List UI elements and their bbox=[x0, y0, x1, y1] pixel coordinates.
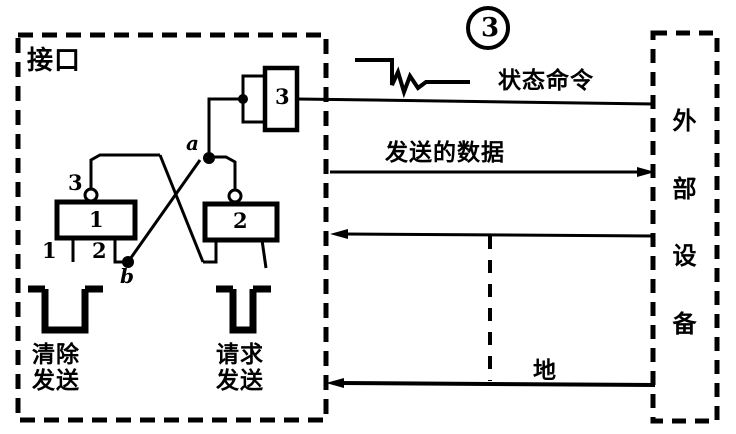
status-command-label: 状态命令 bbox=[498, 68, 594, 94]
clear-to-send-connector-symbol bbox=[28, 285, 103, 334]
external-device-char-4: 备 bbox=[672, 309, 698, 338]
transmitted-data-arrowhead bbox=[637, 167, 655, 177]
clear-to-send-line-1: 清除 bbox=[32, 342, 80, 368]
external-device-label: 外 部 设 备 bbox=[667, 85, 703, 355]
pin-2-label: 2 bbox=[92, 238, 107, 263]
gate-1-body bbox=[54, 199, 138, 241]
gate-2-pin-right-lead bbox=[260, 239, 268, 269]
gate-1-output-bubble bbox=[83, 187, 99, 203]
cross-wire-left-to-right bbox=[158, 154, 205, 263]
status-command-leader bbox=[355, 58, 470, 99]
request-to-send-connector-symbol bbox=[216, 285, 271, 334]
transmitted-data-label: 发送的数据 bbox=[385, 140, 505, 166]
ground-arrowhead bbox=[326, 378, 344, 388]
cross-wire-right-to-left bbox=[126, 159, 202, 263]
node-a-label: a bbox=[186, 131, 199, 155]
node-a-dot bbox=[203, 152, 215, 164]
figure-number-circle bbox=[466, 6, 510, 50]
pin-3-label: 3 bbox=[68, 170, 83, 195]
clear-to-send-label: 清除 发送 bbox=[32, 342, 80, 394]
external-device-char-2: 部 bbox=[672, 174, 698, 203]
incoming-control-arrowhead bbox=[330, 229, 348, 239]
gate-2-output-bubble bbox=[227, 188, 243, 204]
gate-2-label: 2 bbox=[233, 208, 248, 233]
incoming-control-line bbox=[344, 232, 656, 238]
wire-node-a-to-gate-3 bbox=[207, 97, 243, 158]
wire-gate-3-output bbox=[296, 97, 656, 106]
gate-2-pin-left-lead bbox=[203, 240, 218, 264]
gate-2-output-stem bbox=[209, 155, 237, 190]
ground-label: 地 bbox=[533, 358, 557, 384]
gate-1-output-stem bbox=[89, 153, 160, 189]
pin-1-label: 1 bbox=[42, 238, 57, 263]
external-device-char-3: 设 bbox=[672, 242, 698, 271]
interface-box-label: 接口 bbox=[27, 46, 82, 76]
ground-line bbox=[339, 381, 656, 387]
node-b-label: b bbox=[120, 264, 134, 288]
gate-1-label: 1 bbox=[89, 207, 104, 232]
request-to-send-line-1: 请求 bbox=[216, 342, 264, 368]
figure-number-badge: 3 bbox=[481, 13, 500, 43]
request-to-send-line-2: 发送 bbox=[216, 368, 264, 394]
external-device-boundary bbox=[650, 30, 720, 424]
request-to-send-label: 请求 发送 bbox=[216, 342, 264, 394]
external-device-char-1: 外 bbox=[672, 107, 698, 136]
gate-3-label: 3 bbox=[275, 84, 290, 109]
clear-to-send-line-2: 发送 bbox=[32, 368, 80, 394]
interface-boundary bbox=[15, 32, 329, 423]
gate-2-body bbox=[202, 201, 280, 243]
